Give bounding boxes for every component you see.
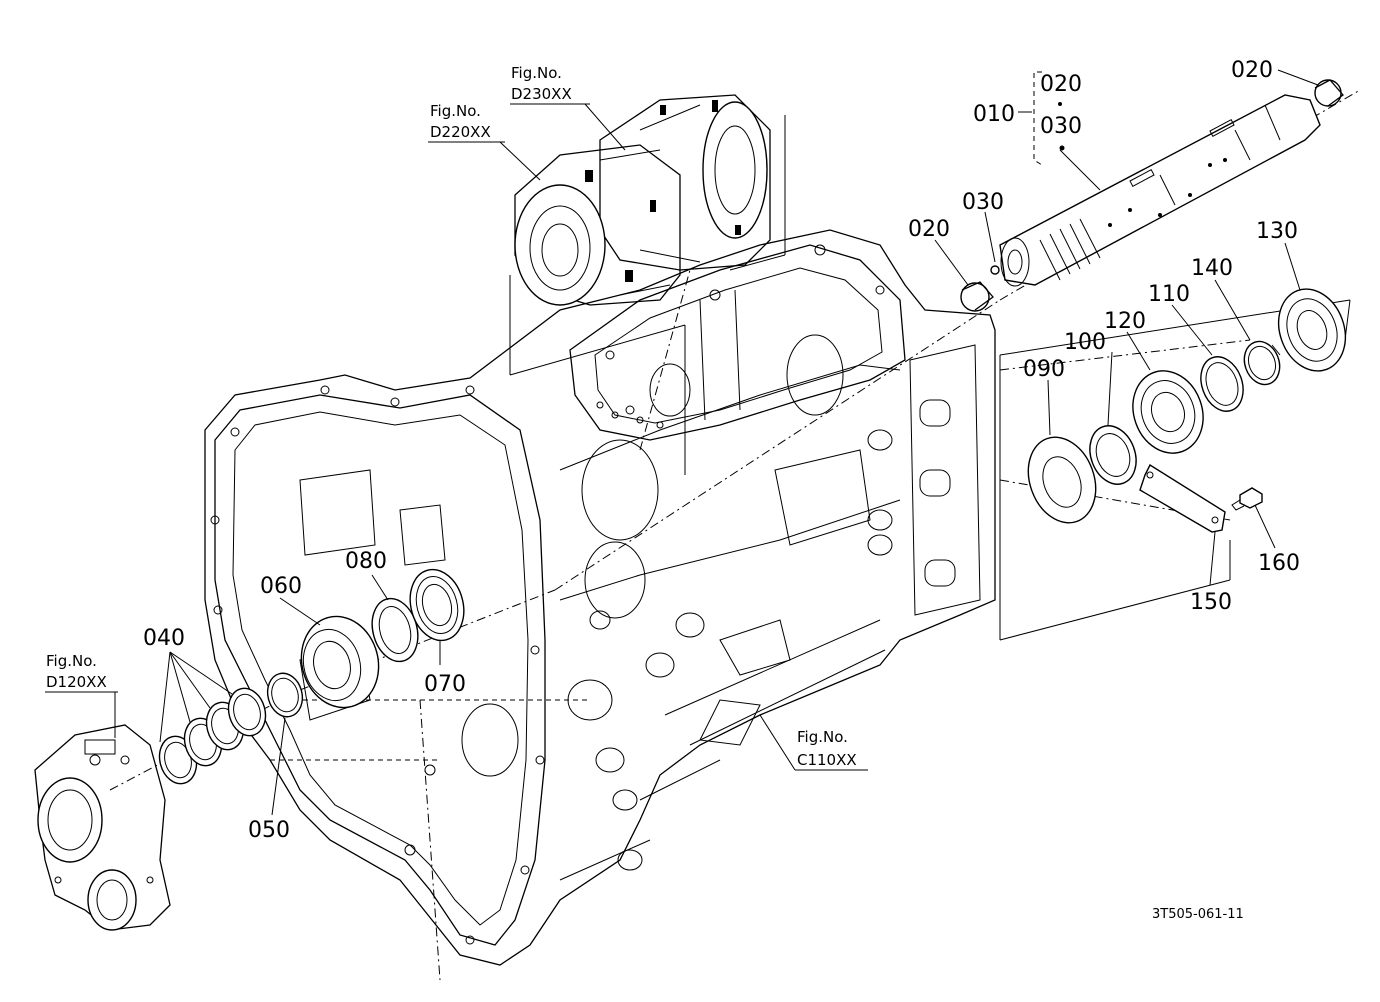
snap-ring-050[interactable] [263, 669, 307, 720]
callout-160[interactable]: 160 [1258, 551, 1300, 576]
bearing-120[interactable] [1122, 361, 1215, 463]
callout-040[interactable]: 040 [143, 626, 185, 651]
bolt-160[interactable] [1231, 487, 1263, 511]
callout-020-mid[interactable]: 020 [908, 217, 950, 242]
bearing-060[interactable] [291, 608, 388, 717]
leader-lines [45, 69, 1319, 816]
callout-080[interactable]: 080 [345, 549, 387, 574]
thrust-washer-090[interactable] [1017, 428, 1107, 533]
callout-120[interactable]: 120 [1104, 309, 1146, 334]
oil-seal-070[interactable] [403, 563, 472, 646]
fig-ref-label: Fig.No. [797, 728, 848, 746]
spacer-100[interactable] [1082, 419, 1144, 490]
callout-020-bracket[interactable]: 020 [1040, 72, 1082, 97]
fig-ref-c110[interactable]: Fig.No. C110XX [797, 728, 857, 769]
bearing-130[interactable] [1268, 280, 1357, 381]
ring-110[interactable] [1194, 351, 1251, 417]
callout-130[interactable]: 130 [1256, 219, 1298, 244]
fig-ref-number: C110XX [797, 751, 857, 769]
callout-070[interactable]: 070 [424, 672, 466, 697]
callout-030-bracket[interactable]: 030 [1040, 114, 1082, 139]
callout-030[interactable]: 030 [962, 190, 1004, 215]
fig-ref-d230[interactable]: Fig.No. D230XX [511, 64, 572, 103]
snap-ring-140[interactable] [1239, 337, 1286, 390]
callout-050[interactable]: 050 [248, 818, 290, 843]
bushing-020-top[interactable] [1314, 79, 1344, 107]
rings-040[interactable] [154, 684, 270, 788]
main-shaft-010[interactable] [999, 94, 1321, 287]
callout-090[interactable]: 090 [1023, 357, 1065, 382]
callout-100[interactable]: 100 [1064, 330, 1106, 355]
housing-d120[interactable] [34, 724, 171, 931]
figure-code: 3T505-061-11 [1152, 907, 1244, 922]
spacer-080[interactable] [365, 593, 424, 666]
fig-ref-number: D230XX [511, 85, 572, 103]
callout-150[interactable]: 150 [1190, 590, 1232, 615]
fig-ref-label: Fig.No. [430, 102, 481, 120]
gear-pack-d220[interactable] [514, 144, 681, 306]
fig-ref-d120[interactable]: Fig.No. D120XX [46, 652, 107, 691]
bushing-020-mid[interactable] [960, 281, 994, 312]
fig-ref-number: D220XX [430, 123, 491, 141]
gear-projection-frame [509, 115, 786, 475]
gear-pack-d230[interactable] [599, 94, 771, 271]
callout-140[interactable]: 140 [1191, 256, 1233, 281]
fig-ref-number: D120XX [46, 673, 107, 691]
plate-150[interactable] [1139, 463, 1226, 533]
fig-ref-label: Fig.No. [46, 652, 97, 670]
callout-020-top[interactable]: 020 [1231, 58, 1273, 83]
fig-ref-label: Fig.No. [511, 64, 562, 82]
callout-110[interactable]: 110 [1148, 282, 1190, 307]
fig-ref-d220[interactable]: Fig.No. D220XX [430, 102, 491, 141]
ball-030[interactable] [990, 265, 1000, 275]
transmission-case[interactable] [204, 229, 996, 966]
callout-060[interactable]: 060 [260, 574, 302, 599]
callout-010[interactable]: 010 [973, 102, 1015, 127]
